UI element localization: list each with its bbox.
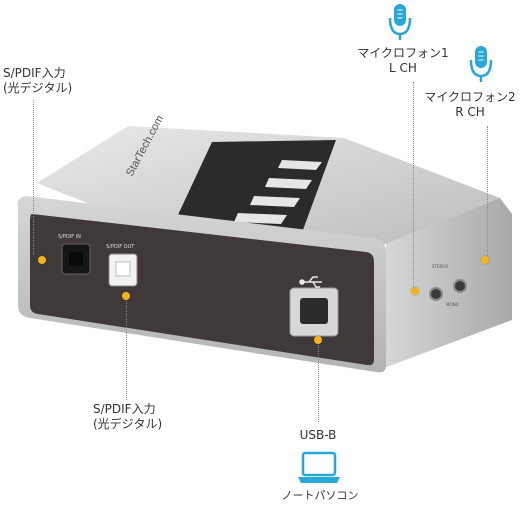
leader-mic1 [413, 82, 414, 290]
microphone-icon [388, 4, 412, 40]
mic1-jack [429, 287, 443, 301]
label-mic2: マイクロフォン2 R CH [424, 90, 516, 119]
device-side [384, 198, 512, 368]
front-panel [30, 214, 374, 366]
label-spdif-top: S/PDIF入力 (光デジタル) [3, 66, 73, 95]
leader-spdif-top [33, 100, 34, 255]
top-button [234, 213, 287, 224]
label-spdif-bottom: S/PDIF入力 (光デジタル) [93, 402, 163, 431]
leader-spdif-bottom [126, 292, 127, 400]
marker-dot [38, 256, 46, 264]
microphone-icon [469, 46, 493, 82]
mic2-jack [453, 279, 467, 293]
marker-dot [314, 336, 322, 344]
label-laptop: ノートパソコン [281, 489, 359, 502]
marker-dot [481, 256, 489, 264]
leader-usb [318, 342, 319, 422]
label-usb-b: USB-B [299, 428, 337, 442]
top-button [278, 160, 322, 170]
usb-icon [299, 276, 322, 288]
label-mic1: マイクロフォン1 L CH [357, 46, 449, 75]
svg-text:S/PDIF OUT: S/PDIF OUT [106, 244, 135, 250]
top-button [250, 196, 300, 207]
leader-mic2 [487, 126, 488, 264]
svg-text:STEREO: STEREO [432, 264, 448, 269]
marker-dot [122, 292, 130, 300]
svg-text:S/PDIF IN: S/PDIF IN [58, 234, 81, 240]
top-button [265, 178, 312, 189]
laptop-icon [298, 451, 340, 483]
marker-dot [411, 287, 419, 295]
svg-text:MONO: MONO [446, 302, 459, 307]
